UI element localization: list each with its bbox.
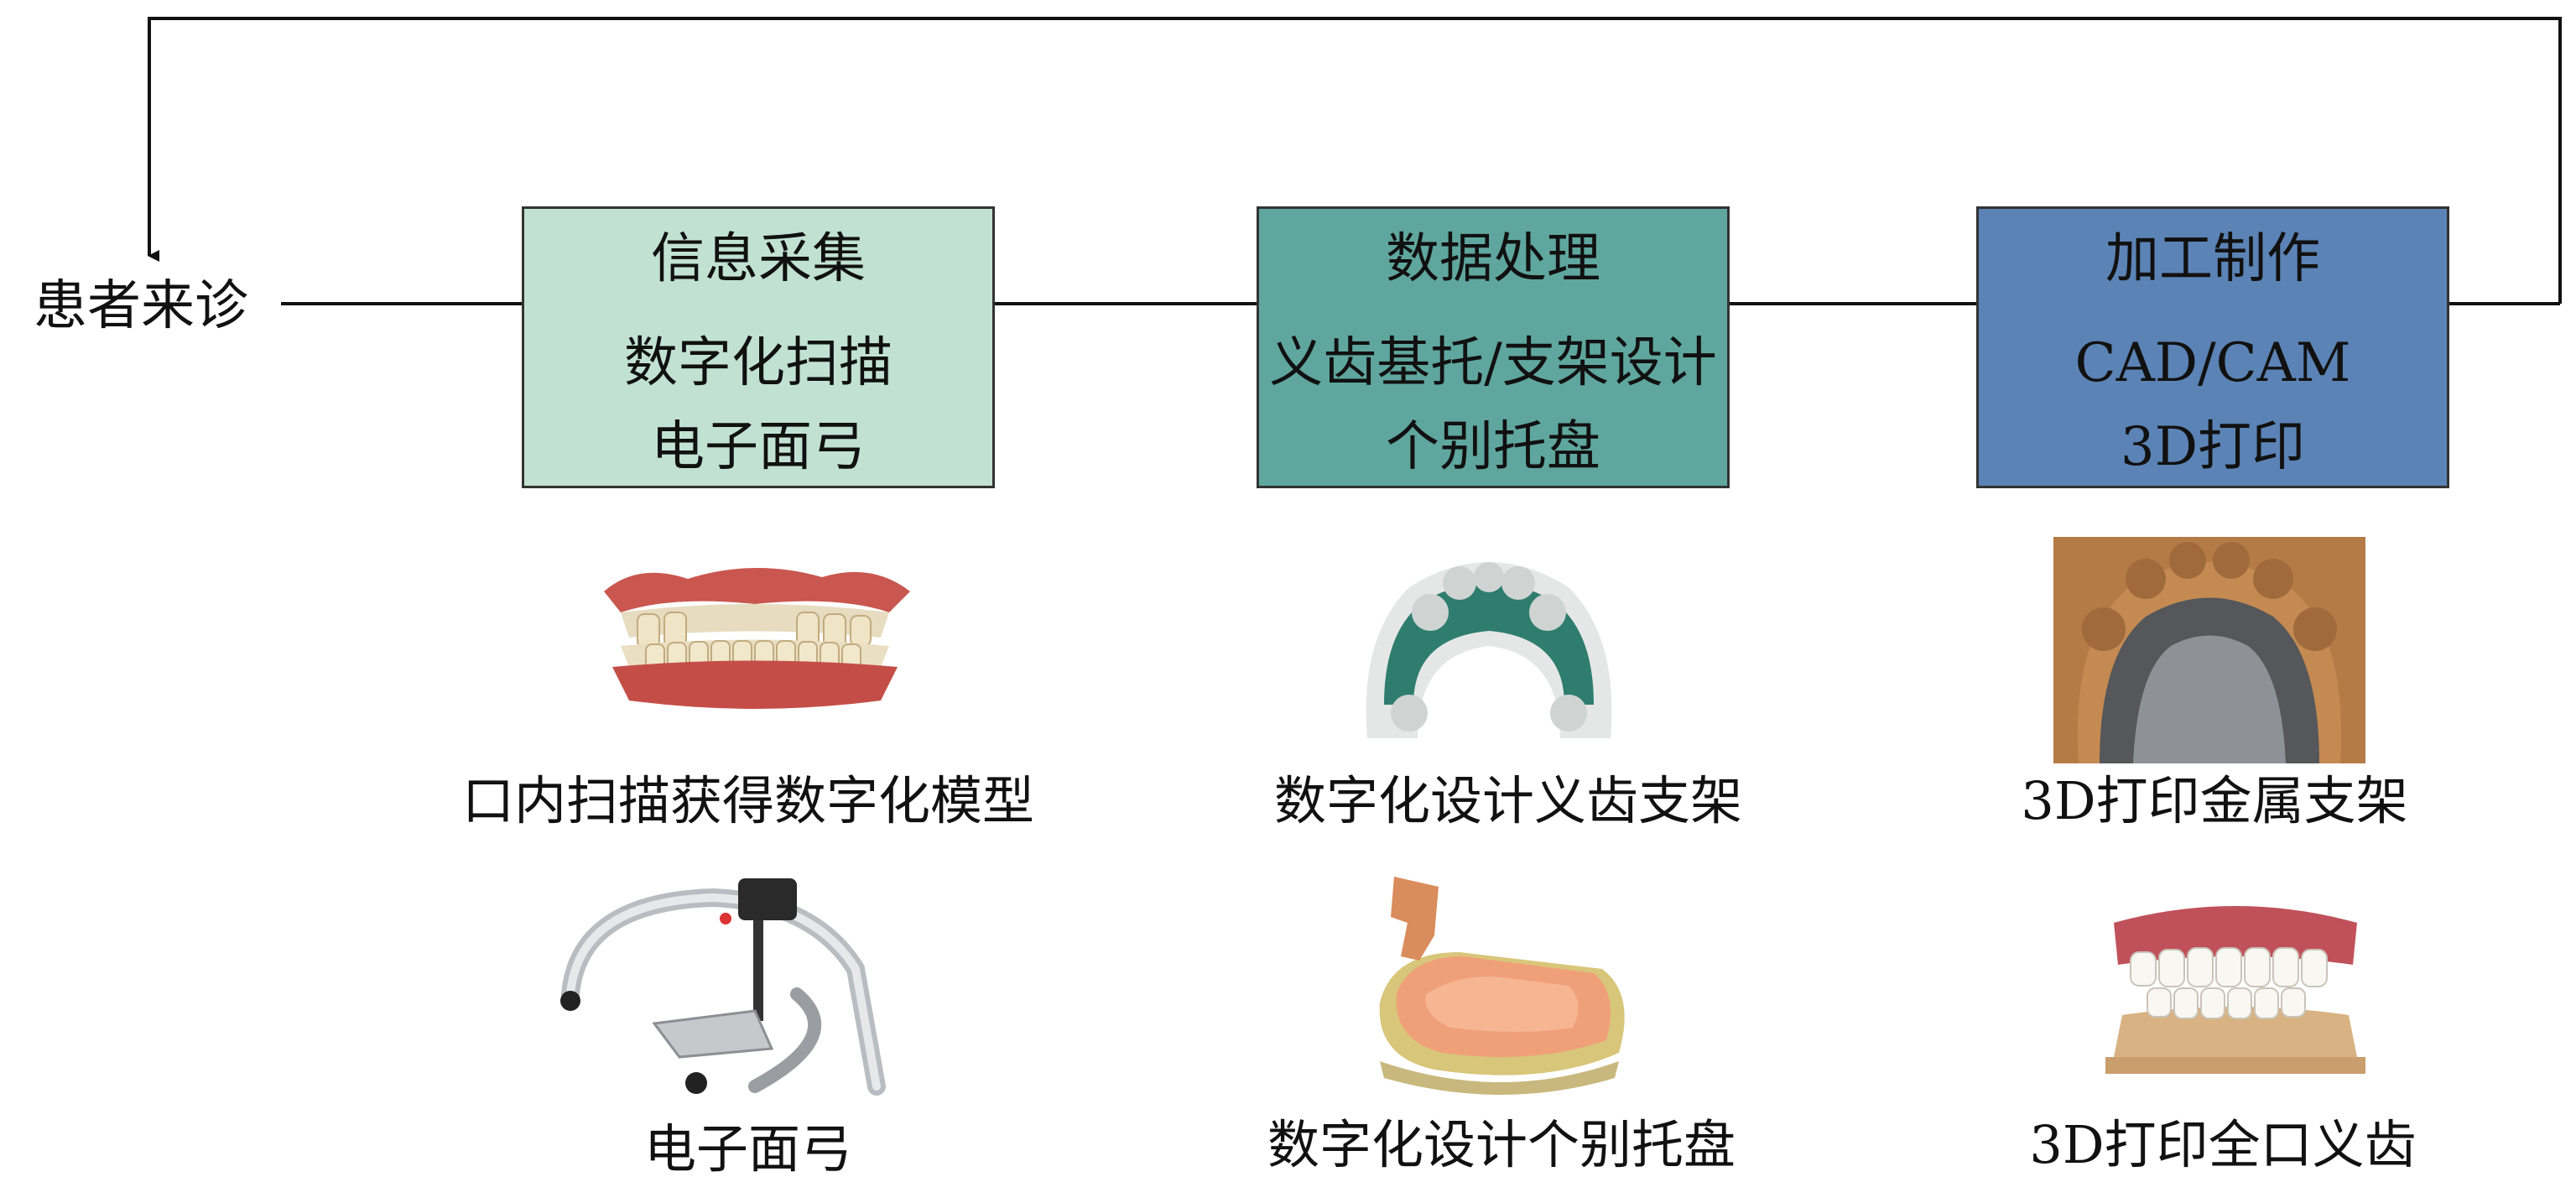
custom-tray-design-icon xyxy=(1379,877,1625,1095)
stage-detail-line: 义齿基托/支架设计 xyxy=(1269,332,1717,394)
caption-printed-complete-denture: 3D打印全口义齿 xyxy=(2029,1114,2417,1175)
stage-detail-line: 电子面弓 xyxy=(651,416,866,478)
caption-intraoral-scan: 口内扫描获得数字化模型 xyxy=(461,770,1034,831)
denture-framework-design-icon xyxy=(1366,562,1612,738)
stage-title: 数据处理 xyxy=(1386,228,1600,290)
start-label-patient-visit: 患者来诊 xyxy=(34,275,248,337)
3d-printed-metal-framework-icon xyxy=(2053,537,2365,763)
stage-box-information-collection: 信息采集 数字化扫描 电子面弓 xyxy=(522,206,995,488)
intraoral-scan-model-icon xyxy=(604,567,910,709)
stage-box-data-processing: 数据处理 义齿基托/支架设计 个别托盘 xyxy=(1257,206,1730,488)
caption-electronic-facebow: 电子面弓 xyxy=(643,1118,852,1180)
stage-title: 信息采集 xyxy=(651,228,866,290)
feedback-loop-line xyxy=(148,17,2562,304)
caption-printed-metal-framework: 3D打印金属支架 xyxy=(2021,770,2408,831)
stage-detail-line: 个别托盘 xyxy=(1386,416,1600,478)
caption-custom-tray-design: 数字化设计个别托盘 xyxy=(1267,1114,1736,1175)
stage-title: 加工制作 xyxy=(2105,228,2320,290)
stage-box-fabrication: 加工制作 CAD/CAM 3D打印 xyxy=(1976,206,2449,488)
stage-detail-line: 数字化扫描 xyxy=(624,332,892,394)
electronic-facebow-icon xyxy=(560,878,886,1096)
caption-framework-design: 数字化设计义齿支架 xyxy=(1273,770,1742,831)
stage-detail-line: 3D打印 xyxy=(2120,416,2306,478)
stage-detail-line: CAD/CAM xyxy=(2074,332,2351,394)
3d-printed-complete-denture-icon xyxy=(2105,906,2365,1074)
